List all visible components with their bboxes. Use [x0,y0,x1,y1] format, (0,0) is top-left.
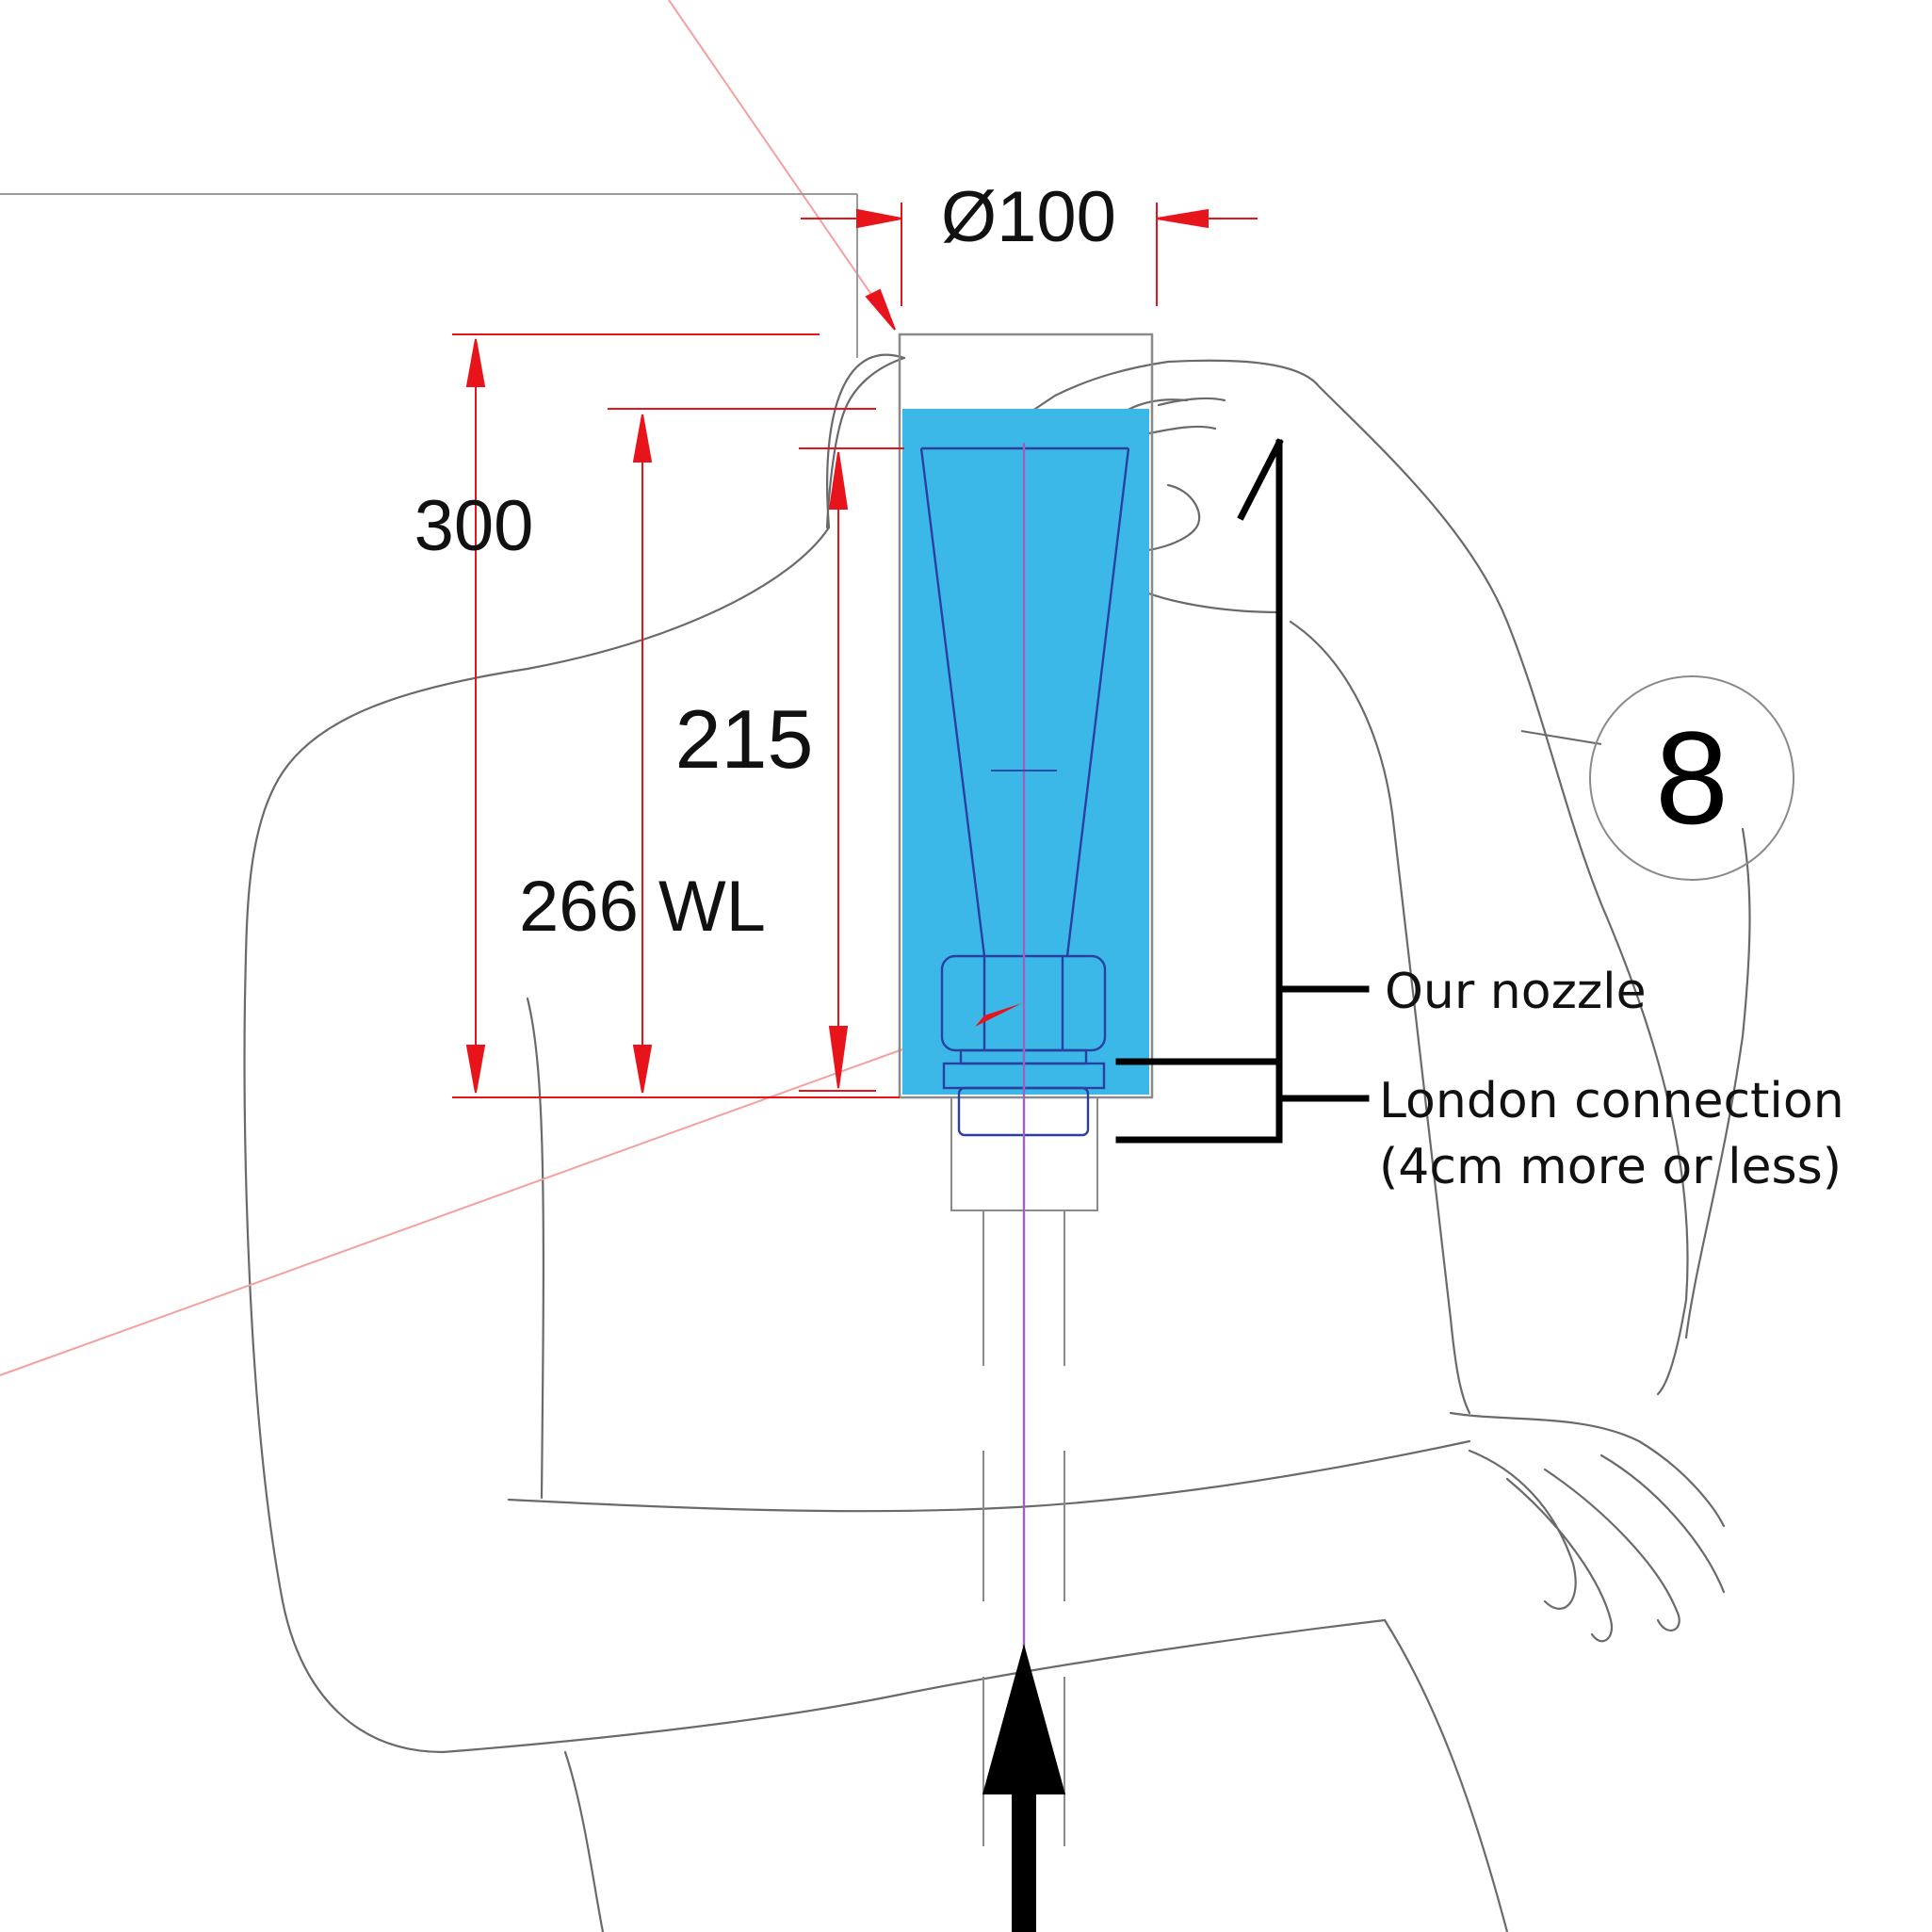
leader-top [668,0,894,327]
left-arm-inner [526,997,544,1500]
bracket-top-tick [1237,438,1284,521]
dim-215-arrow-bottom [828,1026,849,1089]
water-fill [902,409,1149,1095]
cylinder-outline [898,333,1154,1099]
left-forearm-line [441,1618,1387,1754]
dim-diam-arrow-left [856,208,902,229]
right-arm-inner [1289,620,1471,1415]
cylinder [898,333,1154,1932]
right-lower-line [1383,1618,1509,1932]
circle-icon [1589,675,1794,881]
gripping-fingers [1147,397,1226,435]
notes: Our nozzle London connection (4cm more o… [1379,964,1844,1195]
dimension-lines [452,203,1258,1098]
flow-arrow-shaft [1012,1771,1036,1932]
item-callout: 8 [1520,675,1794,881]
leader-bottom [0,1007,1018,1376]
leader-arrow-icon [865,288,896,331]
reference-lines [0,193,858,358]
inner-arrow-icon [975,1003,1022,1027]
dim-300-arrow-top [465,338,486,387]
note-bracket [1115,438,1370,1144]
left-neck-curve [825,356,906,529]
note-london-line1: London connection [1379,1073,1844,1129]
dimension-labels: Ø100 300 266 WL 215 [414,177,1116,947]
dim-266-arrow-bottom [632,1045,653,1094]
dim-diameter-label: Ø100 [941,177,1116,257]
dim-215-arrow-top [828,451,849,510]
dim-300-arrow-bottom [465,1045,486,1094]
right-arm-outer [1684,827,1751,1339]
right-shoulder-line [1166,359,1689,1396]
dim-266-arrow-top [632,414,653,463]
right-hand [1449,1411,1726,1643]
torso-lower [563,1750,605,1932]
cone-right [1065,447,1130,957]
callout-number: 8 [1655,704,1729,852]
dim-266-label: 266 WL [519,867,766,947]
note-nozzle: Our nozzle [1385,964,1647,1020]
cone-left [919,447,986,957]
leader-lines [0,0,1018,1376]
torso-line [507,1439,1471,1513]
note-london-line2: (4cm more or less) [1379,1139,1842,1195]
callout-leader [1520,730,1602,745]
dim-diam-arrow-right [1156,208,1209,229]
dim-300-label: 300 [414,486,534,566]
flow-arrow-head [982,1644,1065,1794]
dim-215-label: 215 [675,692,814,786]
arrow-up-icon [982,1644,1065,1932]
left-shoulder-line [243,353,906,1754]
